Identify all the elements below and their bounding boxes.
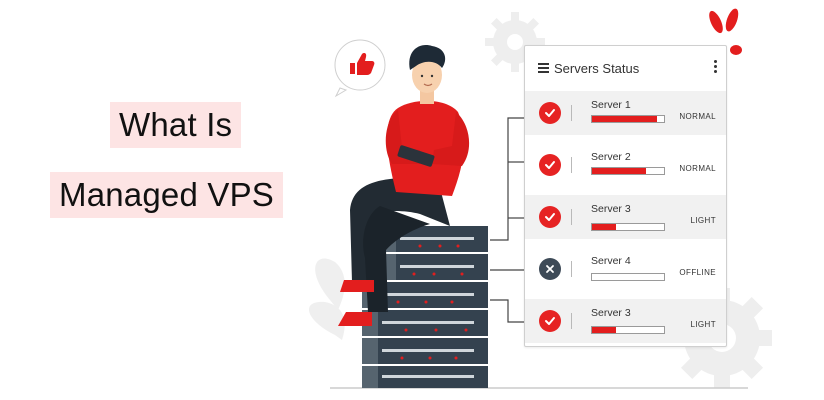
list-icon: [538, 63, 549, 73]
panel-title: Servers Status: [554, 61, 640, 76]
load-bar-fill: [592, 327, 616, 333]
red-leaves: [709, 8, 742, 55]
person-figure: [338, 45, 470, 326]
load-bar: [591, 167, 665, 175]
server-row[interactable]: Server 1 NORMAL: [525, 91, 726, 135]
x-icon: [539, 258, 561, 280]
load-bar: [591, 223, 665, 231]
server-name: Server 3: [591, 203, 631, 215]
server-status-label: OFFLINE: [679, 268, 716, 277]
headline-line-1: What Is: [110, 102, 242, 148]
panel-header: Servers Status: [525, 46, 726, 90]
plant-leaves: [308, 258, 345, 340]
divider: [571, 209, 572, 225]
server-status-label: LIGHT: [690, 216, 716, 225]
load-bar: [591, 273, 665, 281]
server-row[interactable]: Server 3 LIGHT: [525, 299, 726, 343]
load-bar: [591, 326, 665, 334]
check-icon: [539, 206, 561, 228]
server-status-label: LIGHT: [690, 320, 716, 329]
check-icon: [539, 310, 561, 332]
server-name: Server 2: [591, 151, 631, 163]
server-status-label: NORMAL: [679, 164, 716, 173]
headline-line-2: Managed VPS: [50, 172, 284, 218]
server-row[interactable]: Server 2 NORMAL: [525, 143, 726, 187]
divider: [571, 105, 572, 121]
check-icon: [539, 102, 561, 124]
more-options-icon[interactable]: [714, 60, 718, 75]
server-name: Server 3: [591, 307, 631, 319]
load-bar-fill: [592, 116, 657, 122]
divider: [571, 157, 572, 173]
thumbs-up-bubble-icon: [334, 39, 386, 98]
load-bar-fill: [592, 224, 616, 230]
server-name: Server 4: [591, 255, 631, 267]
divider: [571, 261, 572, 277]
server-name: Server 1: [591, 99, 631, 111]
divider: [571, 313, 572, 329]
check-icon: [539, 154, 561, 176]
connector-lines: [490, 117, 524, 323]
server-row[interactable]: Server 3 LIGHT: [525, 195, 726, 239]
server-status-label: NORMAL: [679, 112, 716, 121]
server-row[interactable]: Server 4 OFFLINE: [525, 247, 726, 291]
load-bar-fill: [592, 168, 646, 174]
servers-status-panel: Servers Status Server 1 NORMAL Server 2 NOR…: [524, 45, 727, 347]
load-bar: [591, 115, 665, 123]
